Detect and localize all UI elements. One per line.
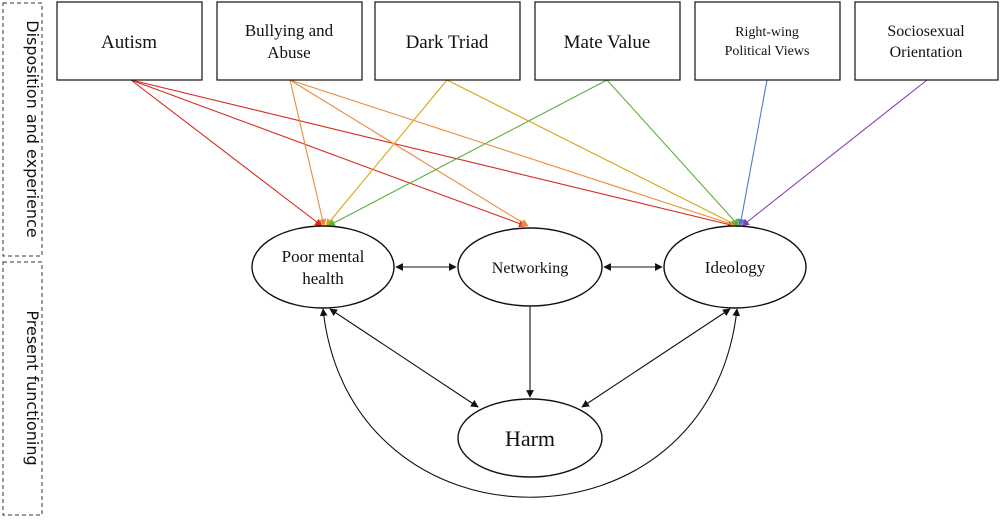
factor-sociosexual-box	[854, 1, 999, 81]
factor-right-wing-box	[694, 1, 841, 81]
node-mental-health-label-line2: health	[302, 269, 344, 288]
node-harm-ellipse	[457, 398, 603, 478]
section-present: Present functioning	[2, 261, 43, 516]
node-mental-health-label-line1: Poor mental	[282, 247, 365, 266]
factor-dark-triad-box	[374, 1, 521, 81]
path-dark-triad-ideology	[446, 79, 739, 227]
factor-mate-value: Mate Value	[534, 1, 681, 81]
factor-bullying: Bullying and Abuse	[216, 1, 363, 81]
outcome-links	[319, 263, 741, 498]
factor-right-wing-label-line2: Political Views	[725, 44, 810, 59]
factor-autism: Autism	[56, 1, 203, 81]
factor-right-wing: Right-wing Political Views	[694, 1, 841, 81]
node-networking: Networking	[457, 227, 603, 307]
link-mental-health-harm	[329, 308, 479, 408]
section-present-frame	[2, 261, 43, 516]
node-networking-label: Networking	[492, 260, 568, 277]
path-bullying-networking	[289, 79, 529, 227]
factor-mate-value-box	[534, 1, 681, 81]
path-dark-triad-mental-health	[325, 79, 448, 227]
factor-bullying-box	[216, 1, 363, 81]
factor-right-wing-label-line1: Right-wing	[735, 25, 799, 40]
factor-bullying-label-line1: Bullying and	[245, 21, 334, 40]
node-mental-health: Poor mental health	[251, 225, 395, 309]
path-right-wing-ideology	[737, 79, 768, 227]
factor-sociosexual-label-line2: Orientation	[890, 44, 963, 61]
section-disposition: Disposition and experience	[2, 2, 43, 257]
link-ideology-harm	[581, 308, 731, 408]
factor-mate-value-label: Mate Value	[564, 32, 651, 53]
factor-sociosexual: Sociosexual Orientation	[854, 1, 999, 81]
path-bullying-ideology	[289, 79, 738, 228]
path-bullying-mental-health	[289, 79, 327, 227]
path-sociosexual-ideology	[741, 79, 928, 227]
node-ideology-ellipse	[663, 225, 807, 309]
node-harm: Harm	[457, 398, 603, 478]
factor-dark-triad-label: Dark Triad	[406, 32, 489, 53]
factor-sociosexual-label-line1: Sociosexual	[887, 23, 965, 40]
path-autism-ideology	[130, 79, 736, 229]
node-ideology-label: Ideology	[705, 258, 766, 277]
node-ideology: Ideology	[663, 225, 807, 309]
node-mental-health-ellipse	[251, 225, 395, 309]
section-present-label: Present functioning	[23, 310, 42, 465]
path-mate-value-mental-health	[327, 79, 608, 227]
section-disposition-label: Disposition and experience	[23, 20, 42, 237]
factor-dark-triad: Dark Triad	[374, 1, 521, 81]
factor-bullying-label-line2: Abuse	[267, 43, 310, 62]
factor-autism-label: Autism	[101, 32, 157, 53]
path-autism-networking	[130, 79, 527, 228]
factor-autism-box	[56, 1, 203, 81]
path-autism-mental-health	[130, 79, 323, 227]
node-harm-label: Harm	[505, 426, 555, 451]
section-disposition-frame	[2, 2, 43, 257]
node-networking-ellipse	[457, 227, 603, 307]
path-mate-value-ideology	[606, 79, 740, 227]
link-mental-health-ideology	[319, 308, 741, 498]
factor-paths	[130, 79, 928, 229]
